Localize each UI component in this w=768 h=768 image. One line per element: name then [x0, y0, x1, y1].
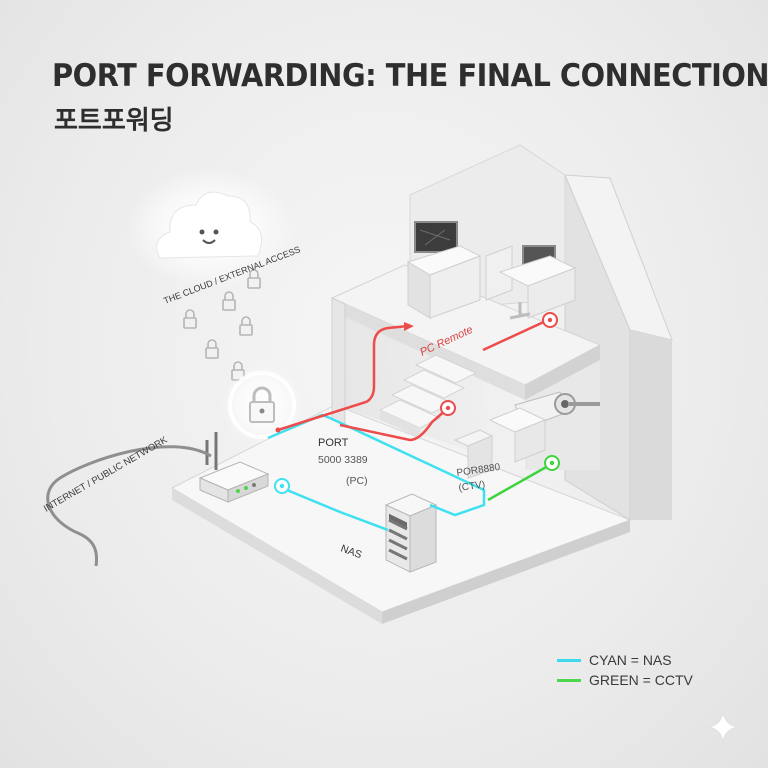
lock-icon — [247, 269, 261, 289]
port-numbers: 5000 3389 — [318, 454, 368, 466]
upstairs-desk-left — [406, 221, 482, 319]
legend: CYAN = NAS GREEN = CCTV — [557, 650, 693, 690]
upstairs-desk-right — [485, 245, 577, 320]
internet-label: INTERNET / PUBLIC NETWORK — [42, 434, 170, 514]
router — [198, 432, 270, 503]
green-swatch — [557, 678, 581, 682]
cctv-console — [453, 407, 547, 479]
lock-icon — [239, 316, 253, 336]
cyan-nas-connection — [267, 413, 486, 532]
page-subtitle: 포트포워딩 — [54, 106, 174, 136]
legend-text-cyan: CYAN = NAS — [589, 652, 672, 668]
lock-icon — [183, 309, 197, 329]
red-pc-connection — [275, 312, 558, 442]
legend-text-green: GREEN = CCTV — [589, 672, 693, 688]
legend-item-green: GREEN = CCTV — [557, 670, 693, 690]
cloud-icon — [125, 168, 295, 288]
stairs — [378, 354, 478, 438]
green-cctv-connection — [487, 455, 560, 502]
lock-icon — [222, 291, 236, 311]
sparkle-icon — [707, 711, 739, 743]
legend-item-cyan: CYAN = NAS — [557, 650, 693, 670]
lock-icon — [205, 339, 219, 359]
port-label: PORT — [318, 437, 349, 449]
main-lock-icon — [222, 365, 302, 445]
port-cctv-label: (CTV) — [458, 479, 486, 494]
lock-icons — [183, 269, 261, 381]
internet-cable — [46, 445, 212, 567]
nas-rack — [384, 493, 438, 573]
cyan-swatch — [557, 658, 581, 662]
port-pc-label: (PC) — [346, 475, 368, 487]
page-title: PORT FORWARDING: THE FINAL CONNECTION — [52, 58, 768, 94]
